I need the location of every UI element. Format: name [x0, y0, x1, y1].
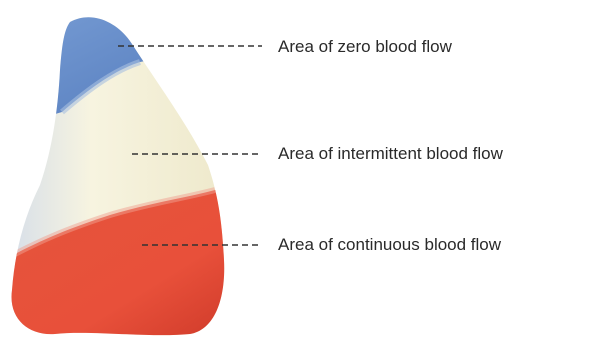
label-intermittent-blood-flow: Area of intermittent blood flow	[278, 145, 503, 162]
label-zero-blood-flow: Area of zero blood flow	[278, 38, 452, 55]
label-continuous-blood-flow: Area of continuous blood flow	[278, 236, 501, 253]
